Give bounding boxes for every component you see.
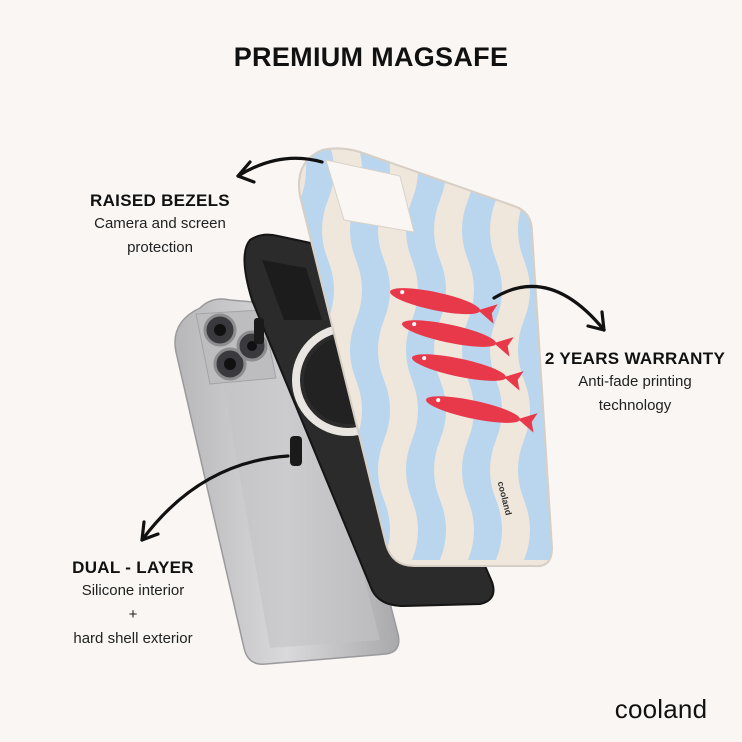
brand-logo: cooland — [614, 694, 708, 724]
callout-text: hard shell exterior — [73, 630, 193, 647]
curved-arrow-icon — [140, 454, 290, 542]
curved-arrow-icon — [492, 284, 606, 332]
page-title: PREMIUM MAGSAFE — [233, 42, 509, 72]
callout-heading: 2 YEARS WARRANTY — [544, 349, 726, 368]
callout-text: Camera and screen — [94, 215, 226, 232]
callout-text: technology — [598, 397, 672, 414]
callout-text: Silicone interior — [81, 582, 185, 599]
callout-dual-layer: DUAL - LAYER Silicone interior + hard sh… — [48, 557, 218, 651]
camera-lens-icon — [213, 347, 247, 381]
curved-arrow-icon — [236, 156, 324, 184]
callout-text: Anti-fade printing — [578, 373, 692, 390]
silver-phone — [174, 298, 400, 665]
callout-warranty: 2 YEARS WARRANTY Anti-fade printing tech… — [530, 348, 740, 418]
callout-text: + — [128, 606, 138, 623]
callout-heading: DUAL - LAYER — [72, 558, 194, 577]
callout-text: protection — [127, 239, 193, 256]
callout-heading: RAISED BEZELS — [90, 191, 230, 210]
sardine-print — [390, 288, 538, 433]
camera-lens-icon — [203, 313, 237, 347]
callout-raised-bezels: RAISED BEZELS Camera and screen protecti… — [60, 190, 260, 260]
